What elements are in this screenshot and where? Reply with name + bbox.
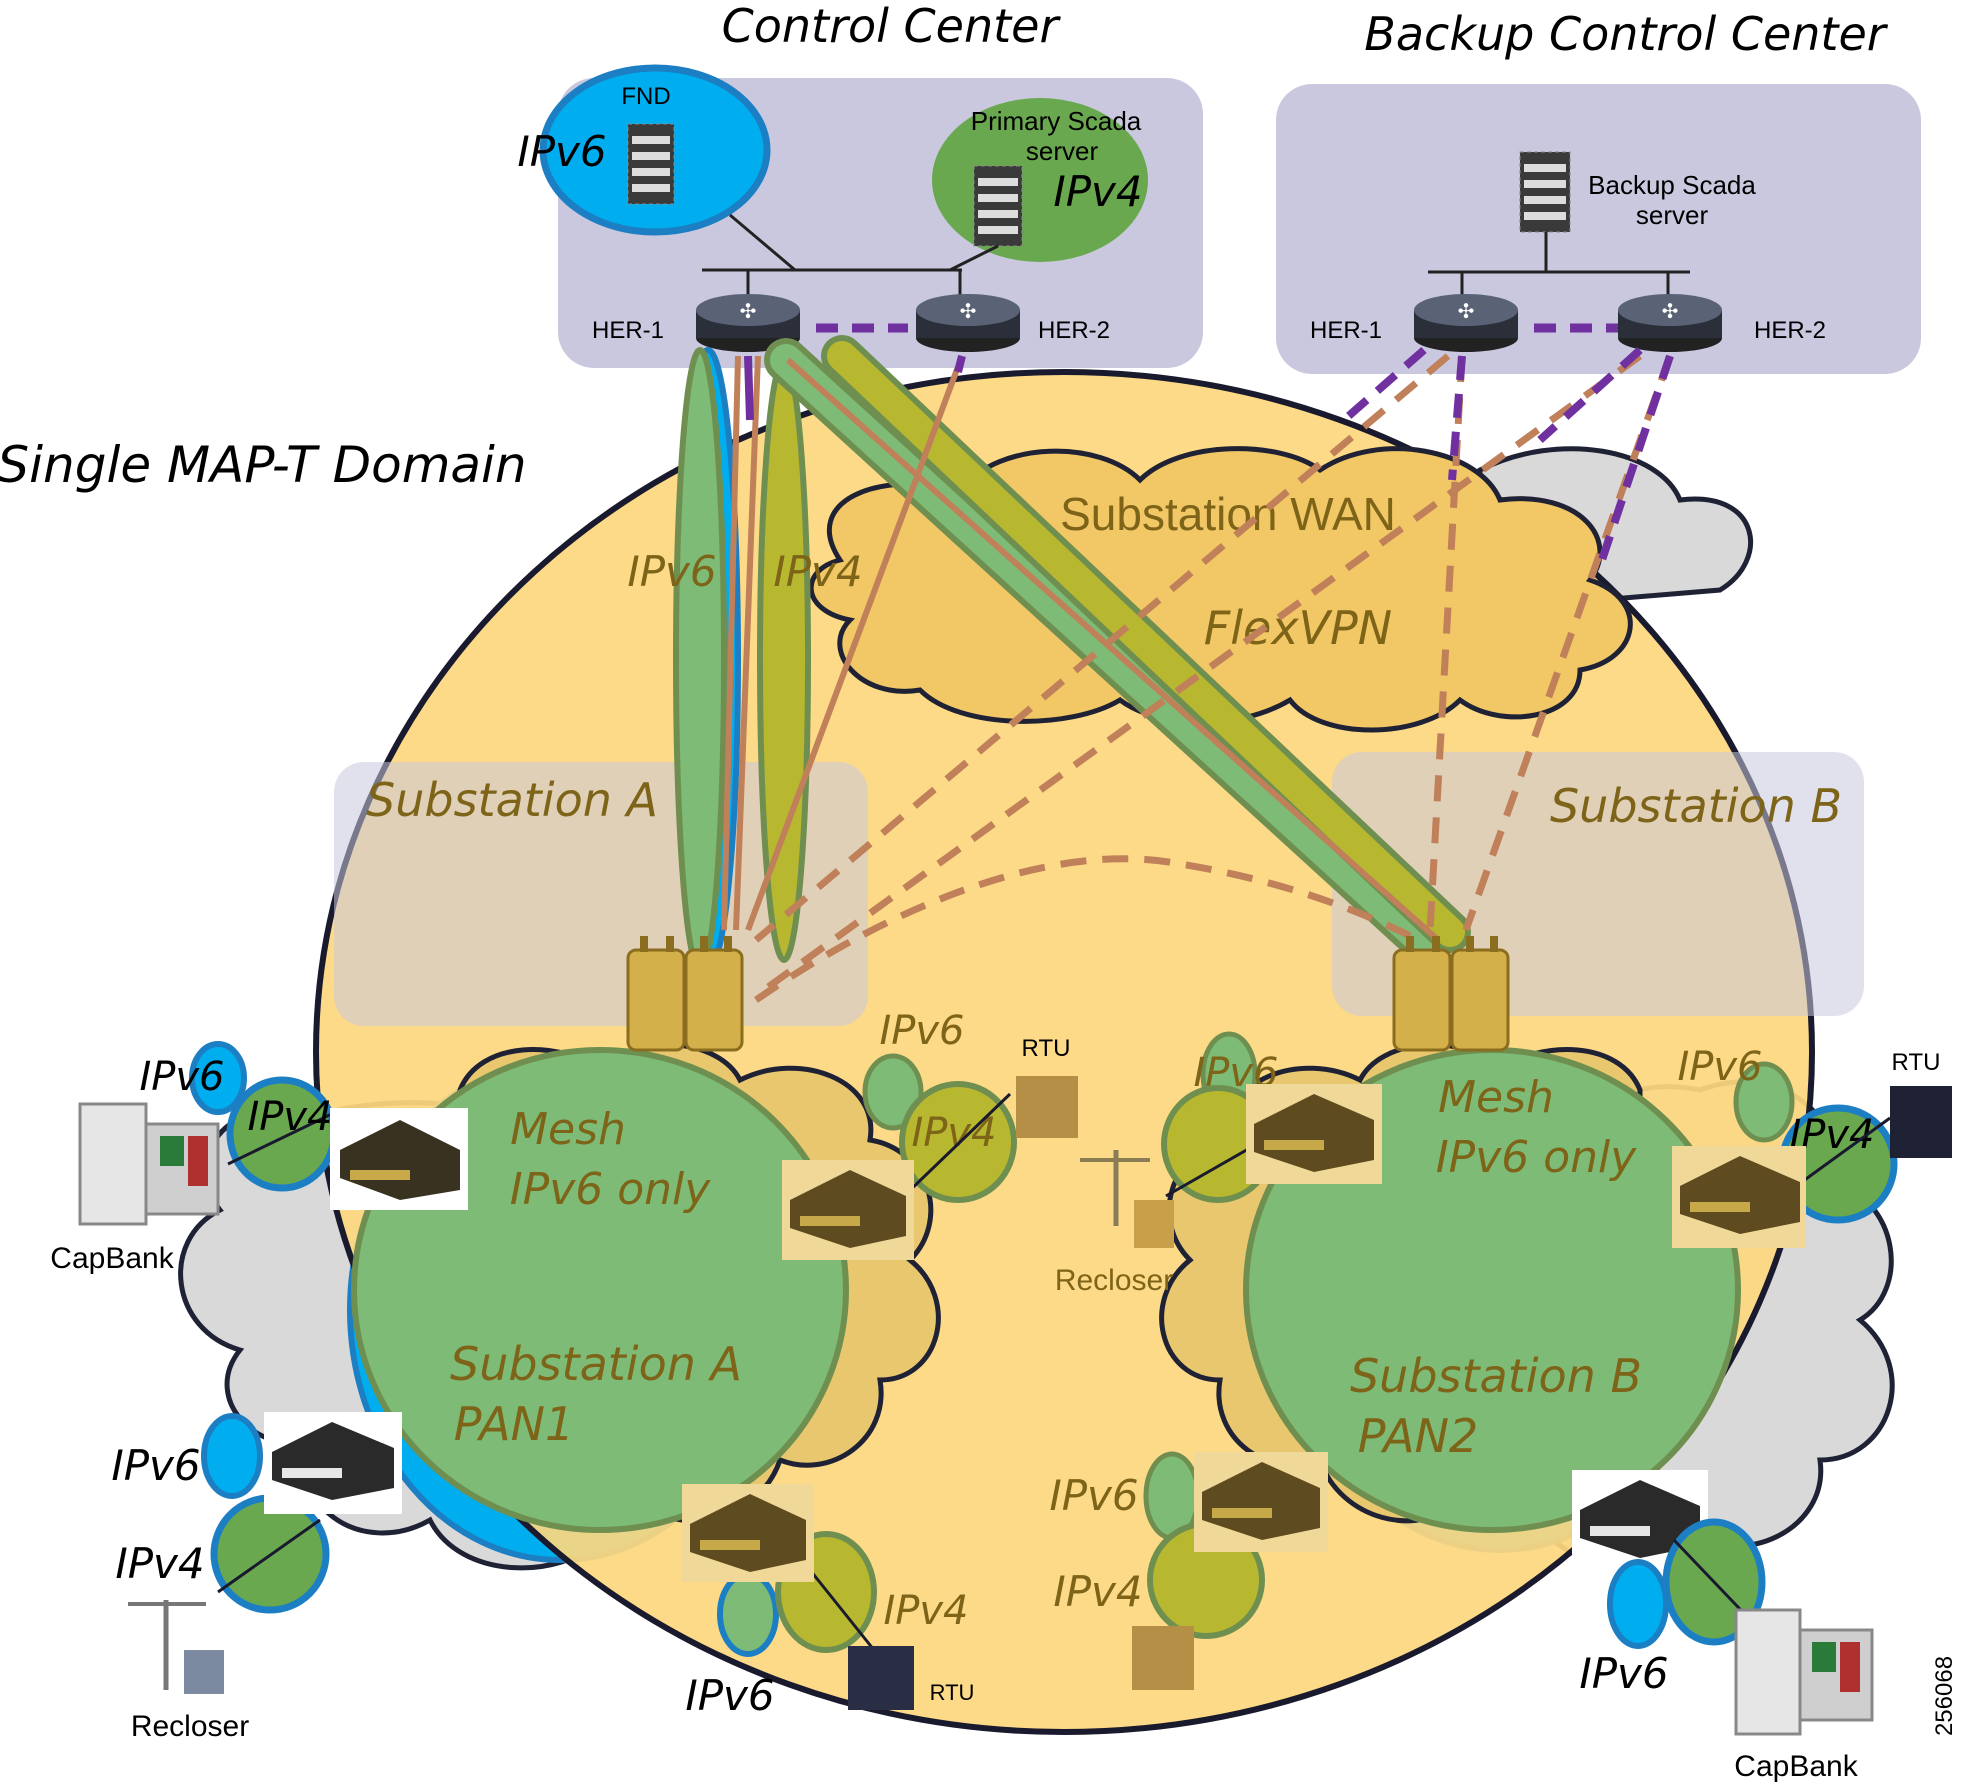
fnd-label: FND [621,83,670,110]
backup-control-center-title: Backup Control Center [1364,7,1888,61]
capbank-right-icon [1734,1608,1874,1736]
pan2-mesh-label-2: IPv6 only [1436,1132,1638,1183]
control-her2-router-icon: ✣ [916,294,1020,352]
capbank-right-ipv6-tag: IPv6 [1579,1649,1668,1698]
tunnel-b-ipv4 [827,341,1465,947]
pan1-mesh-label-2: IPv6 only [510,1164,712,1215]
pan2-name-1: Substation B [1350,1349,1642,1403]
capbank-right-label: CapBank [1734,1750,1858,1783]
mid-top-connector [902,1092,1012,1198]
tunnel-ipv6-label: IPv6 [627,547,716,596]
control-her1-label: HER-1 [592,317,664,344]
svg-text:✣: ✣ [960,299,977,323]
rtu-center-icon [1016,1076,1078,1138]
primary-scada-label-1: Primary Scada [971,106,1142,136]
pan2-top-router-icon [1254,1094,1374,1172]
mid-top-ipv6-ellipse [862,1053,924,1131]
recloser-left-icon [128,1600,224,1694]
capbank-left-label: CapBank [50,1242,174,1275]
right-ipv6-ellipse [1733,1061,1795,1143]
backup-her-dashed-links [1341,346,1674,562]
backup-scada-server-icon [1519,151,1571,233]
backup-her2-router-icon: ✣ [1618,294,1722,352]
her1-purple-stub [744,355,754,421]
capbank-left-ipv4-tag: IPv4 [247,1094,332,1140]
backup-her2-label: HER-2 [1754,317,1826,344]
bottom-left-ipv6-ellipse [717,1571,779,1657]
bottom-mid-ipv6-tag: IPv6 [1049,1471,1138,1520]
substation-a-label: Substation A [366,773,658,827]
right-router-icon [1680,1156,1800,1234]
capbank-left-icon [78,1102,220,1226]
backup-scada-label-2: server [1636,200,1709,230]
rtu-bottom-label: RTU [930,1680,975,1705]
backup-scada-label-1: Backup Scada [1588,170,1756,200]
tunnel-ipv4-label: IPv4 [773,547,862,596]
backup-her1-label: HER-1 [1310,317,1382,344]
substation-a-router-icon [626,936,744,1052]
rtu-bottom-icon [848,1646,914,1710]
substation-b-router-icon [1392,936,1510,1052]
mid-top-ipv6-tag: IPv6 [879,1008,964,1054]
pan1-mesh-circle [351,1047,849,1533]
flexvpn-label: FlexVPN [1204,601,1392,655]
her2-purple-stub [954,355,966,373]
capbank-left-ipv6-tag: IPv6 [139,1054,224,1100]
bottom-left-router-icon [690,1494,806,1572]
primary-scada-label-2: server [1026,136,1099,166]
primary-scada-ipv4-tag: IPv4 [1053,167,1142,216]
control-center-title: Control Center [722,0,1062,53]
rtu-center-label: RTU [1022,1035,1071,1062]
recloser-center-icon [1080,1150,1174,1248]
svg-text:✣: ✣ [740,299,757,323]
backup-her1-router-icon: ✣ [1414,294,1518,352]
bottom-mid-router-icon [1202,1462,1320,1540]
fnd-server-icon [627,123,675,205]
recloser-left-ipv6-ellipse [201,1413,263,1499]
pan1-top-router-icon [790,1170,906,1248]
pan2-name-2: PAN2 [1358,1409,1479,1463]
bottom-mid-rtu-icon [1132,1626,1194,1690]
recloser-left-ipv4-tag: IPv4 [115,1539,204,1588]
pan1-name-1: Substation A [450,1337,742,1391]
primary-scada-server-icon [973,165,1023,247]
substation-b-label: Substation B [1550,779,1842,833]
figure-id: 256068 [1931,1656,1958,1736]
recloser-center-label: Recloser [1055,1264,1173,1297]
capbank-right-router-icon [1580,1480,1700,1558]
pan1-mesh-label-1: Mesh [510,1104,626,1155]
pan1-name-2: PAN1 [454,1397,575,1451]
recloser-left-router-icon [272,1422,394,1500]
pan2-mesh-label-1: Mesh [1438,1072,1554,1123]
capbank-right-ipv6-ellipse [1607,1559,1669,1649]
bottom-mid-ipv4-tag: IPv4 [1053,1567,1142,1616]
recloser-left-label: Recloser [131,1710,249,1743]
control-her2-label: HER-2 [1038,317,1110,344]
rtu-right-label: RTU [1892,1049,1941,1076]
bottom-left-ipv6-tag: IPv6 [685,1671,774,1720]
rtu-right-icon [1890,1086,1952,1158]
right-ipv6-tag: IPv6 [1677,1044,1762,1090]
capbank-left-connector [227,1108,341,1166]
primary-solid-links [721,354,1438,941]
svg-text:✣: ✣ [1458,299,1475,323]
capbank-left-router-icon [340,1120,460,1200]
tunnel-ipv6-green [673,347,727,973]
control-center-bus [702,213,999,308]
capbank-left-ipv6-ellipse [189,1041,247,1115]
domain-title: Single MAP-T Domain [0,436,527,494]
recloser-left-connector [217,1518,321,1594]
fnd-ipv6-tag: IPv6 [517,127,606,176]
recloser-left-ipv6-tag: IPv6 [111,1441,200,1490]
bottom-left-ipv4-tag: IPv4 [883,1588,968,1634]
svg-text:✣: ✣ [1662,299,1679,323]
substation-wan-label: Substation WAN [1060,488,1396,540]
